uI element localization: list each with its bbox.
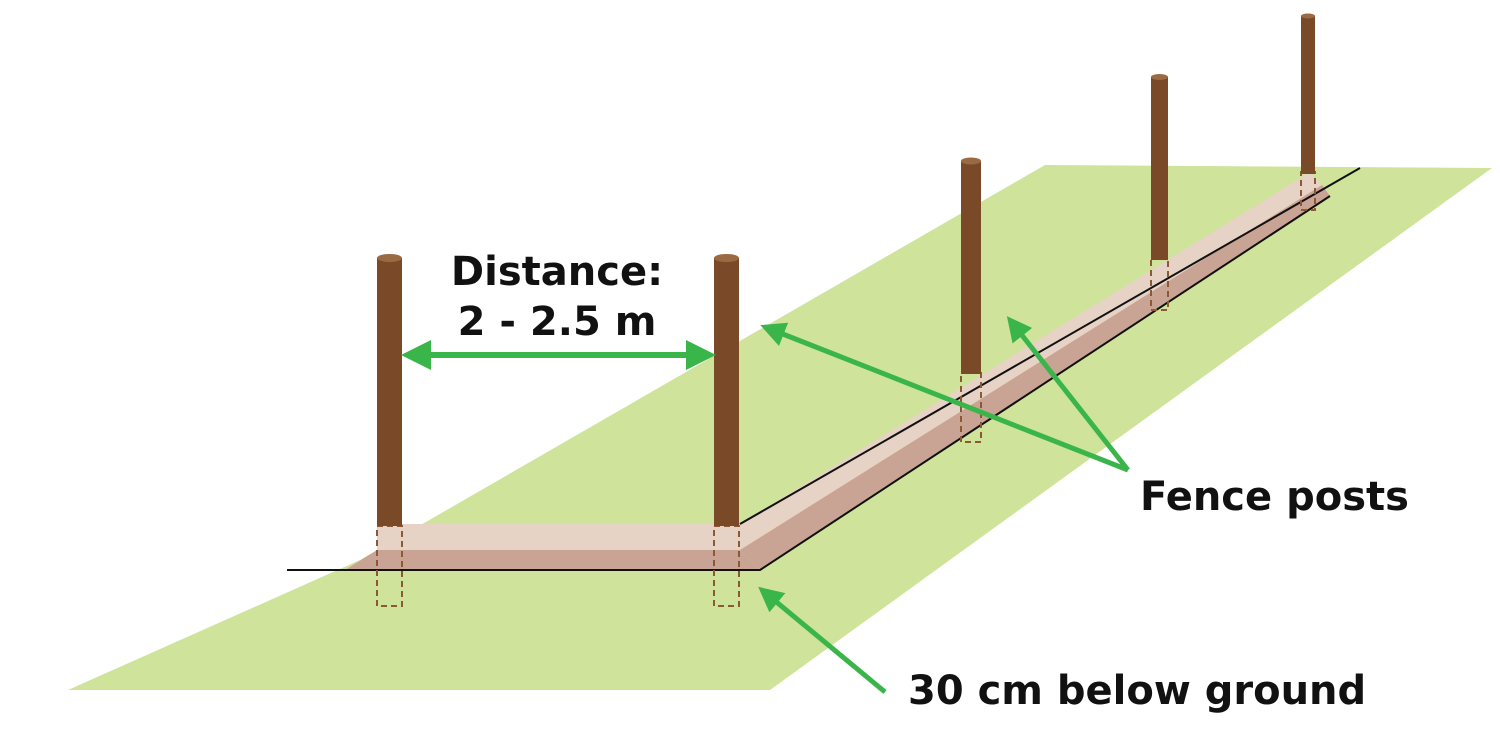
distance-label-line2: 2 - 2.5 m: [458, 299, 657, 345]
fence-post-3: [961, 157, 981, 374]
fence-post-5: [1301, 13, 1315, 174]
fence-posts-arrow-1: [760, 322, 1129, 473]
buried-post-4: [1150, 257, 1169, 311]
fence-post-2: [714, 254, 739, 526]
trench-bed-front-side: [345, 550, 760, 570]
fence-post-4: [1151, 74, 1168, 260]
distance-label-line1: Distance:: [451, 249, 663, 295]
trench-outline-bottom: [345, 195, 1331, 571]
below-ground-arrow: [758, 586, 887, 694]
trench-outline-top: [739, 167, 1361, 525]
below-ground-label: 30 cm below ground: [908, 668, 1366, 714]
fence-posts-label: Fence posts: [1140, 474, 1409, 520]
trench-bed-long-side: [740, 185, 1330, 570]
trench-bed-front-top: [377, 524, 740, 550]
fence-posts-arrow-2: [1006, 316, 1130, 472]
ground-plane: [68, 165, 1492, 690]
fence-post-1: [377, 254, 402, 526]
buried-post-5: [1300, 171, 1316, 211]
trench-bed-long-top: [740, 172, 1322, 550]
